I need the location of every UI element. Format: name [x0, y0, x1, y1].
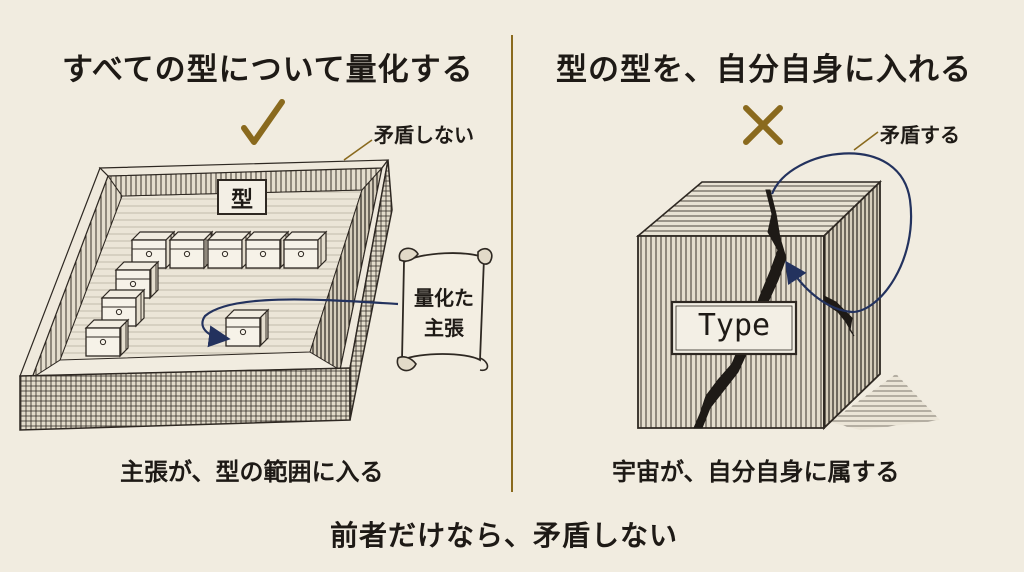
- chest: [244, 230, 290, 270]
- left-caption: 主張が、型の範囲に入る: [120, 458, 384, 486]
- chest: [130, 230, 176, 270]
- loop-arrow-icon: [770, 152, 913, 314]
- chest: [168, 230, 214, 270]
- crack-icon: [693, 189, 787, 429]
- cube-label: Type: [697, 308, 771, 343]
- footer-conclusion: 前者だけなら、矛盾しない: [330, 519, 679, 552]
- scroll-text-line-2: 主張: [424, 316, 464, 340]
- check-icon: [241, 99, 285, 145]
- right-annotation-leader: [853, 131, 879, 151]
- claim-chest: [224, 308, 270, 348]
- left-heading: すべての型について量化する: [62, 52, 474, 88]
- type-plate: [217, 179, 267, 215]
- right-caption: 宇宙が、自分自身に属する: [612, 458, 900, 486]
- scroll-text-line-1: 量化た: [414, 286, 474, 310]
- left-annotation-leader: [343, 139, 373, 161]
- chest: [282, 230, 328, 270]
- tray-box: [19, 159, 393, 431]
- claim-arrow: [201, 298, 399, 348]
- right-annotation: 矛盾する: [880, 123, 960, 147]
- type-plate-label: 型: [230, 188, 253, 213]
- chest-group: [84, 230, 328, 358]
- cube-label-plate: [670, 300, 798, 356]
- left-annotation: 矛盾しない: [374, 123, 474, 147]
- right-heading: 型の型を、自分自身に入れる: [556, 52, 972, 88]
- cross-icon: [743, 105, 783, 145]
- chest: [206, 230, 252, 270]
- chest: [84, 318, 130, 358]
- scroll-icon: [396, 247, 493, 372]
